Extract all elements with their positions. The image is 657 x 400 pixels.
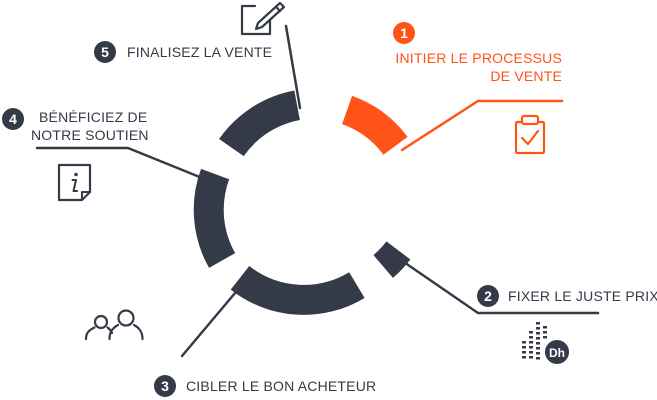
step-2-number-badge: 2 (477, 285, 499, 307)
step-4-label: BÉNÉFICIEZ DE NOTRE SOUTIEN (31, 108, 149, 144)
money-badge-label: Dh (549, 346, 565, 360)
connector-step-4 (35, 146, 214, 184)
ring-segment-2 (373, 241, 411, 278)
step-5-number: 5 (101, 44, 109, 60)
document-pen-icon (240, 1, 286, 36)
step-1-label-line-1: INITIER LE PROCESSUS (395, 50, 562, 66)
connector-step-1 (400, 99, 564, 152)
connector-step-3 (180, 278, 248, 358)
step-5-number-badge: 5 (94, 41, 116, 63)
step-2-number: 2 (484, 288, 492, 304)
people-outline-icon (84, 309, 144, 341)
ring-segment-5 (219, 90, 301, 157)
ring-segment-3 (230, 265, 365, 315)
step-2-label-line-1: FIXER LE JUSTE PRIX (508, 288, 657, 304)
step-1-number-badge: 1 (393, 22, 415, 44)
ring-segment-4 (193, 168, 236, 268)
connector-step-5 (284, 24, 302, 110)
clipboard-check-icon (514, 114, 546, 155)
step-4-number-badge: 4 (2, 108, 24, 130)
step-2-label: FIXER LE JUSTE PRIX (508, 287, 657, 305)
connector-step-2 (396, 256, 600, 315)
step-1-label-line-2: DE VENTE (490, 68, 562, 84)
step-4-number: 4 (9, 111, 17, 127)
step-number-badges: 1 2 3 4 5 (2, 22, 499, 397)
step-1-label: INITIER LE PROCESSUS DE VENTE (395, 49, 562, 85)
step-5-label-line-1: FINALISEZ LA VENTE (127, 44, 273, 60)
step-3-label: CIBLER LE BON ACHETEUR (186, 377, 376, 395)
step-5-label: FINALISEZ LA VENTE (127, 43, 272, 61)
process-ring (193, 90, 411, 315)
info-document-icon (57, 163, 92, 202)
ring-segment-1 (341, 95, 408, 156)
money-stack-icon: Dh (522, 322, 571, 366)
step-3-number: 3 (161, 378, 169, 394)
step-4-label-line-2: NOTRE SOUTIEN (31, 127, 149, 143)
step-3-label-line-1: CIBLER LE BON ACHETEUR (186, 378, 377, 394)
connector-lines (35, 24, 600, 358)
step-4-label-line-1: BÉNÉFICIEZ DE (39, 109, 148, 125)
step-1-number: 1 (400, 25, 408, 41)
step-3-number-badge: 3 (154, 375, 176, 397)
